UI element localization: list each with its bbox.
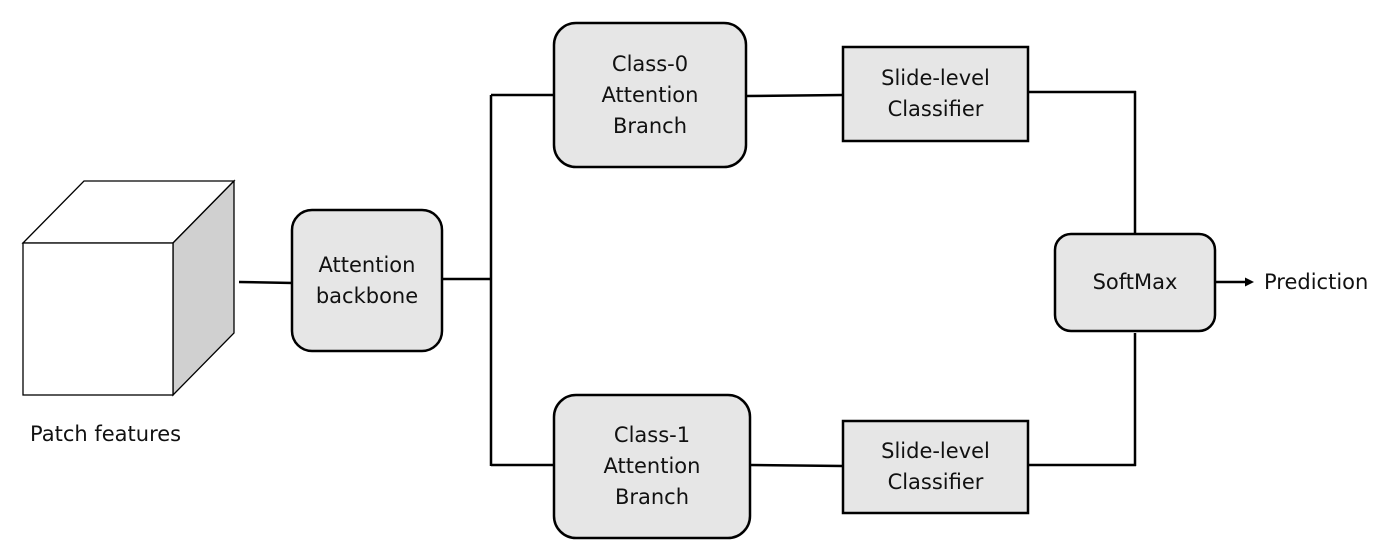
slide-level-classifier-0-label: Slide-level Classifier [843,47,1028,141]
classifier1-line1: Slide-level [881,439,990,463]
softmax-box [1053,232,1217,333]
slide-level-classifier-1-box [841,419,1030,515]
patch-features-cube [21,179,236,397]
prediction-label: Prediction [1264,270,1369,294]
attention-backbone-line1: Attention [318,252,416,277]
classifier0-line2: Classifier [887,97,984,121]
slide-level-classifier-0-box [841,45,1030,143]
attention-backbone-label: Attention backbone [292,210,442,351]
connectors [238,90,1247,468]
connector-branch1-to-classifier1 [749,463,844,468]
class0-branch-line2: Attention [601,82,699,107]
prediction-arrowhead [1245,277,1254,287]
cube-front-face [22,242,174,396]
patch-features-label: Patch features [30,422,182,446]
class1-attention-branch-label: Class-1 Attention Branch [554,395,750,538]
attention-backbone-line2: backbone [315,283,419,308]
softmax-text: SoftMax [1092,270,1178,294]
softmax-label: SoftMax [1055,234,1215,331]
class0-branch-line1: Class-0 [611,51,689,76]
class1-branch-line1: Class-1 [613,423,691,447]
slide-level-classifier-1-label: Slide-level Classifier [843,421,1028,513]
class0-attention-branch-box [552,21,748,169]
class1-branch-line3: Branch [614,485,690,509]
class1-branch-line2: Attention [603,454,701,478]
connector-cube-to-backbone [238,280,294,285]
class0-attention-branch-label: Class-0 Attention Branch [554,23,746,167]
class0-branch-line3: Branch [612,113,688,138]
class1-attention-branch-box [552,393,752,540]
classifier1-line2: Classifier [887,470,984,494]
classifier0-line1: Slide-level [881,66,990,90]
attention-backbone-box [290,208,444,353]
connector-branch0-to-classifier0 [745,93,844,98]
